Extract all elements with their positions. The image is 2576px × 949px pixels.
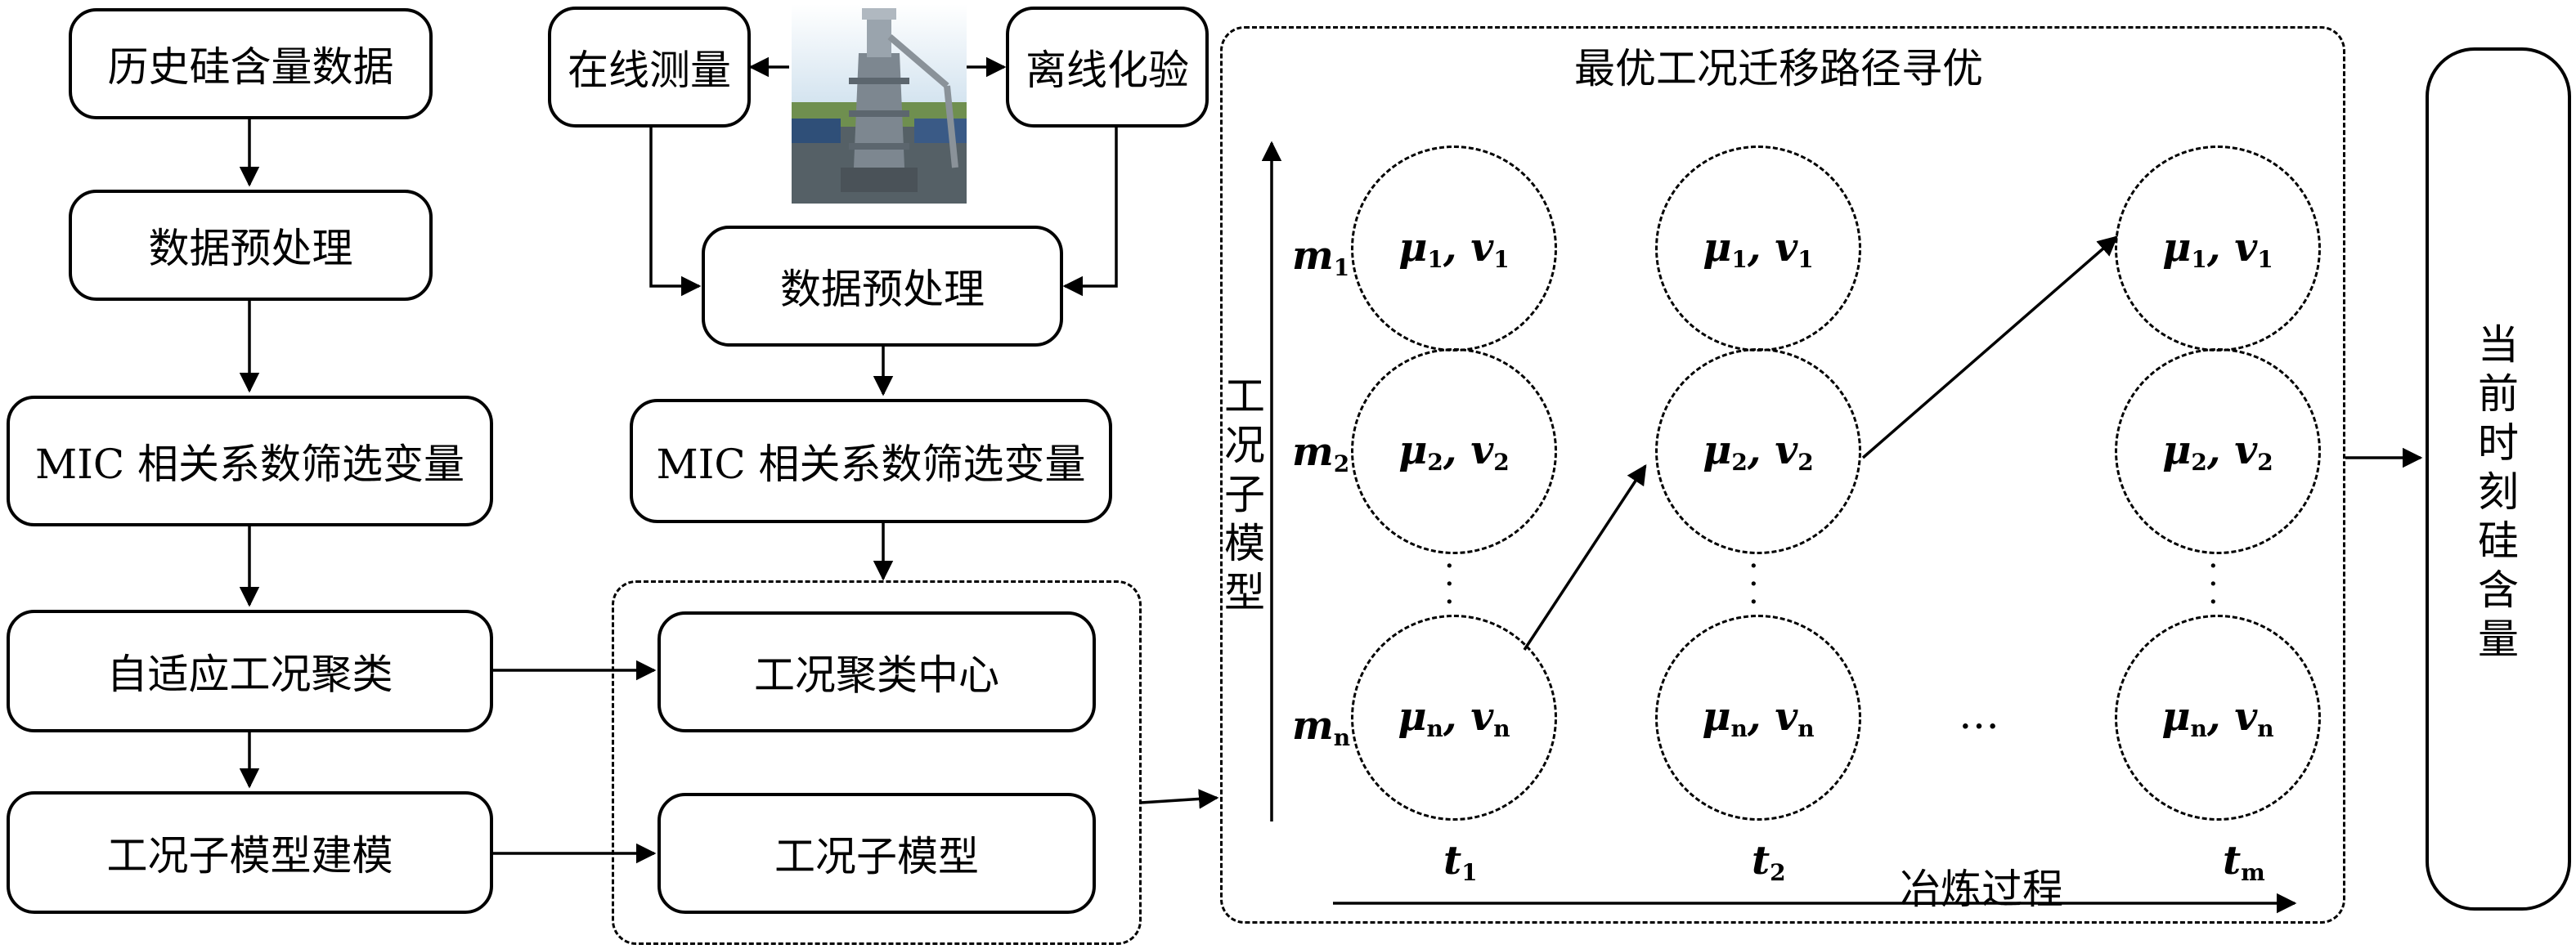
node-t2-mn: μn, vn bbox=[1655, 615, 1861, 821]
time-label-t2: t2 bbox=[1752, 838, 1786, 886]
row-label-m1: m1 bbox=[1292, 233, 1350, 281]
middle-mic-filter-box: MIC 相关系数筛选变量 bbox=[630, 399, 1112, 523]
output-label: 当前时刻硅含量 bbox=[2478, 321, 2519, 663]
adaptive-clustering-box: 自适应工况聚类 bbox=[7, 610, 493, 732]
vertical-dots-t2: ··· bbox=[1748, 548, 1764, 621]
cluster-center-box: 工况聚类中心 bbox=[657, 611, 1096, 732]
history-data-box: 历史硅含量数据 bbox=[69, 8, 433, 119]
y-axis-label: 工况子模型 bbox=[1224, 373, 1265, 616]
vertical-dots-tm: ··· bbox=[2208, 548, 2224, 621]
offline-assay-box: 离线化验 bbox=[1006, 7, 1209, 128]
model-library-group bbox=[612, 580, 1142, 945]
blast-furnace-image bbox=[792, 4, 967, 204]
submodel-box: 工况子模型 bbox=[657, 793, 1096, 914]
left-preprocess-box: 数据预处理 bbox=[69, 190, 433, 301]
node-t1-m1: μ1, v1 bbox=[1351, 145, 1557, 351]
row-label-m2: m2 bbox=[1292, 429, 1350, 477]
x-axis-label: 冶炼过程 bbox=[1900, 866, 2063, 913]
node-t1-mn: μn, vn bbox=[1351, 615, 1557, 821]
row-label-mn: mn bbox=[1292, 703, 1351, 751]
vertical-dots-t1: ··· bbox=[1444, 548, 1460, 621]
node-t2-m2: μ2, v2 bbox=[1655, 348, 1861, 554]
node-tm-mn: μn, vn bbox=[2115, 615, 2321, 821]
horizontal-ellipsis: … bbox=[1959, 691, 1999, 738]
node-tm-m1: μ1, v1 bbox=[2115, 145, 2321, 351]
time-label-t1: t1 bbox=[1443, 838, 1478, 886]
node-t1-m2: μ2, v2 bbox=[1351, 348, 1557, 554]
optimization-title: 最优工况迁移路径寻优 bbox=[1574, 45, 1983, 92]
time-label-tm: tm bbox=[2223, 838, 2265, 886]
left-mic-filter-box: MIC 相关系数筛选变量 bbox=[7, 396, 493, 526]
optimization-panel bbox=[1220, 26, 2345, 924]
output-box: 当前时刻硅含量 bbox=[2426, 47, 2571, 911]
node-tm-m2: μ2, v2 bbox=[2115, 348, 2321, 554]
online-measure-box: 在线测量 bbox=[548, 7, 751, 128]
node-t2-m1: μ1, v1 bbox=[1655, 145, 1861, 351]
submodel-building-box: 工况子模型建模 bbox=[7, 791, 493, 914]
middle-preprocess-box: 数据预处理 bbox=[702, 226, 1063, 347]
